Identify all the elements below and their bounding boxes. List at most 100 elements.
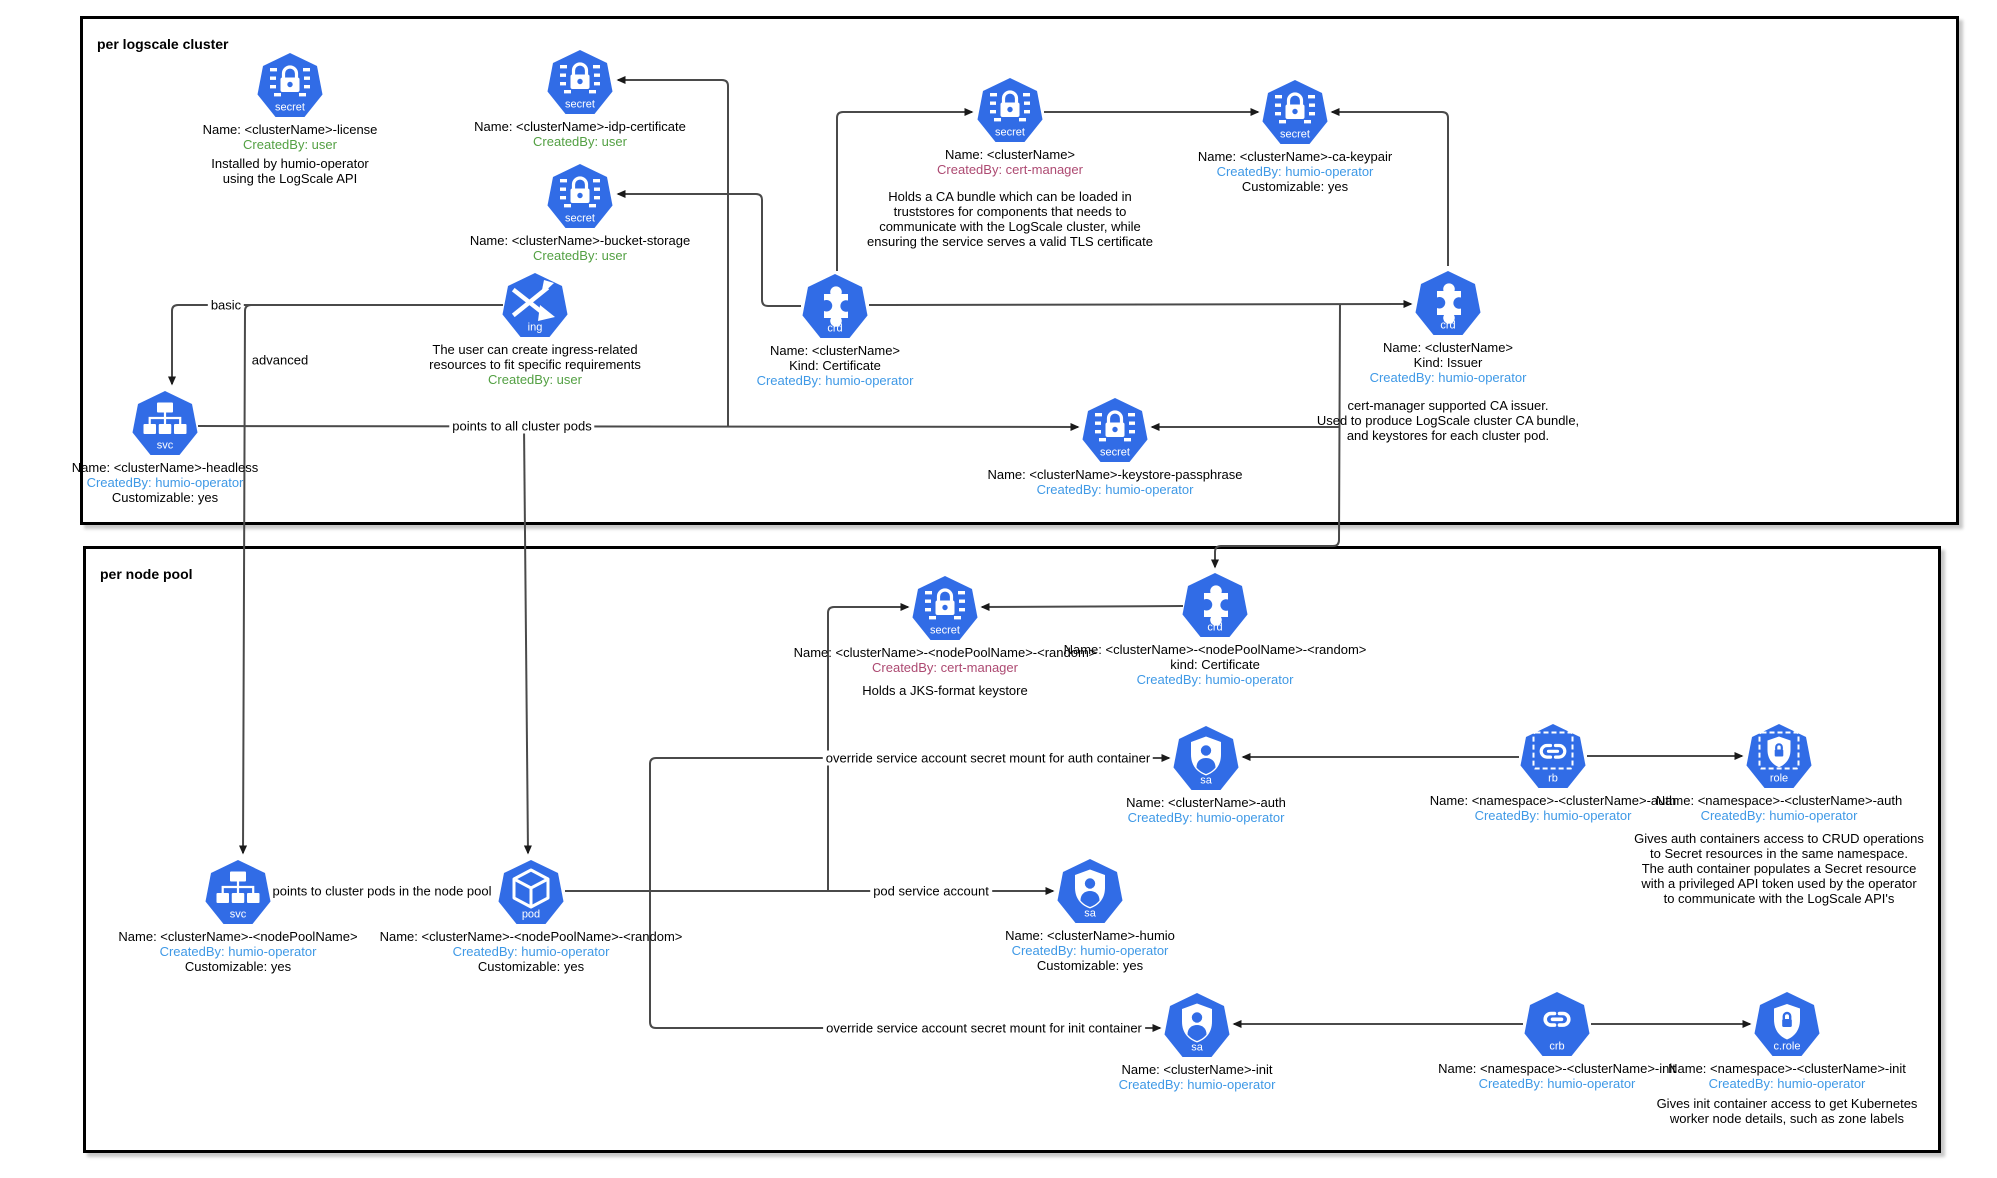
- caption-line: Name: <namespace>-<clusterName>-auth: [1655, 793, 1903, 808]
- secret-icon: secret: [547, 49, 613, 115]
- caption-line: Kind: Certificate: [789, 358, 881, 373]
- caption-line: CreatedBy: user: [533, 248, 627, 263]
- edge-basic-ing-to-svc-headless: [168, 304, 503, 386]
- caption-line: Name: <clusterName>: [769, 343, 901, 358]
- edge-advanced-to-svc-nodepool: [239, 304, 252, 855]
- text-line: and keystores for each cluster pod.: [1346, 428, 1550, 443]
- caption-line: Name: <namespace>-<clusterName>-init: [1668, 1061, 1906, 1076]
- text-line: Holds a JKS-format keystore: [862, 683, 1028, 698]
- edge-issuer-to-ca-keypair: [1330, 108, 1449, 266]
- text-line: truststores for components that needs to: [893, 204, 1127, 219]
- caption-line: CreatedBy: cert-manager: [872, 660, 1018, 675]
- svg-text:svc: svc: [230, 909, 247, 921]
- ing-icon: ing: [502, 272, 568, 338]
- caption-line: Name: <clusterName>-license: [202, 122, 378, 137]
- text-line: using the LogScale API: [222, 171, 358, 186]
- text-line: with a privileged API token used by the …: [1641, 876, 1917, 891]
- edge-branch-to-crd-nodepool: [1211, 304, 1341, 569]
- caption-line: resources to fit specific requirements: [429, 357, 641, 372]
- caption-line: CreatedBy: humio-operator: [86, 475, 244, 490]
- edge-branch-to-pod: [523, 425, 532, 855]
- text-block-issuer-note: cert-manager supported CA issuer.Used to…: [1317, 398, 1579, 443]
- svg-text:crd: crd: [827, 323, 842, 335]
- svg-text:sa: sa: [1191, 1042, 1204, 1054]
- svg-text:secret: secret: [565, 99, 595, 111]
- label-points-nodepool-pods: points to cluster pods in the node pool: [269, 883, 495, 899]
- text-line: ensuring the service serves a valid TLS …: [867, 234, 1153, 249]
- caption-line: CreatedBy: humio-operator: [1216, 164, 1374, 179]
- caption-line: CreatedBy: humio-operator: [1127, 810, 1285, 825]
- text-line: Used to produce LogScale cluster CA bund…: [1316, 413, 1580, 428]
- caption-line: Name: <clusterName>: [944, 147, 1076, 162]
- caption-line: Name: <clusterName>-auth: [1126, 795, 1286, 810]
- caption-line: CreatedBy: humio-operator: [1036, 482, 1194, 497]
- caption-line: Name: <clusterName>-keystore-passphrase: [987, 467, 1243, 482]
- text-block-ca-bundle-note: Holds a CA bundle which can be loaded in…: [867, 189, 1153, 249]
- crd-icon: crd: [1182, 572, 1248, 638]
- crd-icon: crd: [802, 273, 868, 339]
- node-crd-certificate-nodepool-caption: Name: <clusterName>-<nodePoolName>-<rand…: [1064, 642, 1367, 687]
- edge-crd-cert-to-secret-cluster: [836, 108, 974, 271]
- svg-text:rb: rb: [1548, 773, 1558, 785]
- caption-line: CreatedBy: humio-operator: [1708, 1076, 1866, 1091]
- caption-line: Name: <namespace>-<clusterName>-init: [1438, 1061, 1676, 1076]
- caption-line: Name: <clusterName>-<nodePoolName>: [118, 929, 358, 944]
- label-points-all-pods: points to all cluster pods: [449, 418, 595, 434]
- box-per-node-pool-label: per node pool: [100, 566, 193, 582]
- caption-line: Name: <clusterName>-init: [1121, 1062, 1273, 1077]
- text-line: to Secret resources in the same namespac…: [1650, 846, 1908, 861]
- svg-text:secret: secret: [565, 213, 595, 225]
- text-line: Holds a CA bundle which can be loaded in: [888, 189, 1132, 204]
- text-line: communicate with the LogScale cluster, w…: [879, 219, 1141, 234]
- node-secret-cluster-caption: Name: <clusterName>CreatedBy: cert-manag…: [937, 147, 1083, 177]
- svg-text:secret: secret: [930, 625, 960, 637]
- caption-line: CreatedBy: humio-operator: [1478, 1076, 1636, 1091]
- caption-line: CreatedBy: humio-operator: [1474, 808, 1632, 823]
- text-line: cert-manager supported CA issuer.: [1347, 398, 1549, 413]
- svg-text:secret: secret: [1100, 447, 1130, 459]
- caption-line: CreatedBy: humio-operator: [1136, 672, 1294, 687]
- caption-line: Name: <clusterName>-humio: [1005, 928, 1175, 943]
- secret-icon: secret: [547, 163, 613, 229]
- text-line: worker node details, such as zone labels: [1669, 1111, 1905, 1126]
- caption-line: Name: <clusterName>-<nodePoolName>-<rand…: [1063, 642, 1367, 657]
- crb-icon: crb: [1524, 991, 1590, 1057]
- caption-line: Name: <clusterName>-ca-keypair: [1197, 149, 1393, 164]
- sa-icon: sa: [1173, 725, 1239, 791]
- node-pod-caption: Name: <clusterName>-<nodePoolName>-<rand…: [380, 929, 683, 974]
- text-line: Installed by humio-operator: [211, 156, 369, 171]
- sa-icon: sa: [1164, 992, 1230, 1058]
- box-per-node-pool: per node pool: [83, 546, 1941, 1153]
- svg-text:sa: sa: [1200, 775, 1213, 787]
- sa-icon: sa: [1057, 858, 1123, 924]
- svg-text:secret: secret: [275, 102, 305, 114]
- text-line: Gives auth containers access to CRUD ope…: [1634, 831, 1924, 846]
- caption-line: Customizable: yes: [1241, 179, 1349, 194]
- secret-icon: secret: [1262, 79, 1328, 145]
- rb-icon: rb: [1520, 723, 1586, 789]
- caption-line: CreatedBy: humio-operator: [1118, 1077, 1276, 1092]
- caption-line: CreatedBy: user: [243, 137, 337, 152]
- caption-line: CreatedBy: humio-operator: [1700, 808, 1858, 823]
- secret-icon: secret: [912, 575, 978, 641]
- caption-line: Customizable: yes: [111, 490, 219, 505]
- caption-line: Name: <clusterName>-headless: [71, 460, 259, 475]
- caption-line: Customizable: yes: [1036, 958, 1144, 973]
- caption-line: Name: <clusterName>-idp-certificate: [474, 119, 686, 134]
- label-advanced: advanced: [248, 352, 312, 368]
- crd-icon: crd: [1415, 270, 1481, 336]
- svg-text:pod: pod: [522, 909, 540, 921]
- edge-crd-cert-to-issuer: [868, 300, 1413, 309]
- caption-line: Kind: Issuer: [1413, 355, 1483, 370]
